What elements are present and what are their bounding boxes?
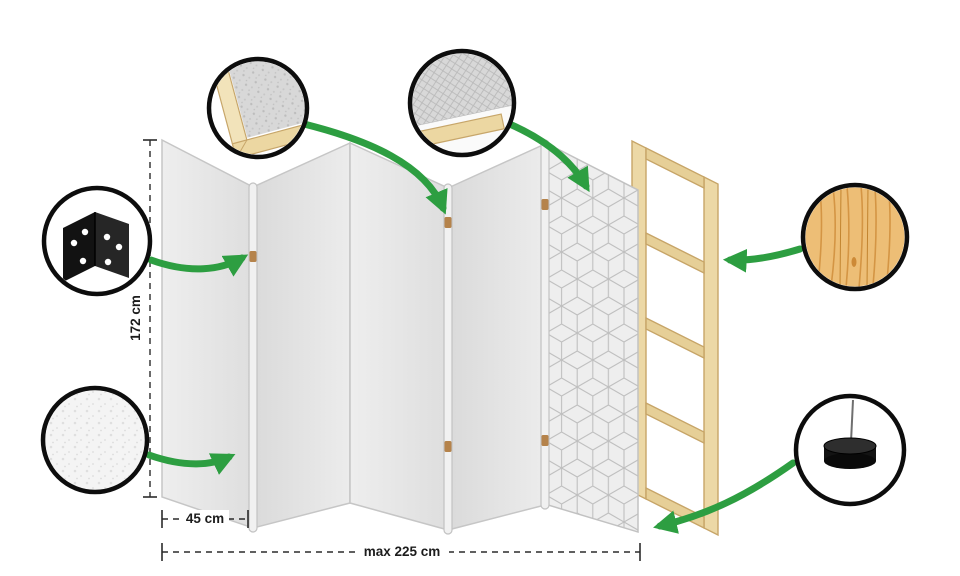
arrow-frame-corner (296, 119, 448, 215)
stand-foot-callout (793, 393, 907, 507)
hinge-icon (63, 212, 129, 282)
hinge-mark (249, 251, 257, 262)
panel-4 (447, 142, 546, 531)
total-width-dimension: max 225 cm (161, 543, 641, 561)
patterned-panel (540, 139, 639, 534)
panel-2 (252, 141, 351, 529)
fabric-texture-icon (45, 390, 145, 490)
fabric-texture-callout (40, 385, 150, 495)
panel-3 (349, 141, 449, 531)
height-label: 172 cm (128, 295, 143, 341)
frame-rail (645, 401, 705, 445)
folding-panels (161, 138, 546, 535)
arrow-foot (653, 459, 797, 534)
height-dimension: 172 cm (128, 139, 157, 498)
panel-width-dimension: 45 cm (161, 510, 249, 528)
hinge-mark (444, 441, 452, 452)
wood-texture-callout (800, 182, 910, 292)
frame-right-stile (703, 175, 719, 537)
panel-1 (161, 138, 254, 530)
hinge-mark (541, 435, 549, 446)
cube-pattern (548, 144, 638, 532)
pointer-arrows (145, 118, 804, 534)
hinge-mark (444, 217, 452, 228)
arrow-hinge (147, 254, 249, 277)
stand-foot-icon (823, 399, 877, 469)
panel-edge-1 (248, 182, 258, 533)
hinge-callout (41, 185, 153, 297)
fabric-corner-callout (407, 48, 517, 158)
frame-rail (645, 231, 705, 275)
frame-rail (645, 146, 705, 190)
frame-rail (645, 316, 705, 360)
hinge-mark (541, 199, 549, 210)
arrow-fabric-corner (501, 118, 590, 193)
panel-width-label: 45 cm (186, 511, 224, 526)
arrow-wood (722, 245, 804, 273)
panel-edge-3 (443, 183, 453, 535)
wood-texture-icon (805, 187, 905, 287)
total-width-label: max 225 cm (364, 544, 441, 559)
panel-edge-5 (540, 139, 550, 510)
arrow-fabric (145, 451, 236, 475)
